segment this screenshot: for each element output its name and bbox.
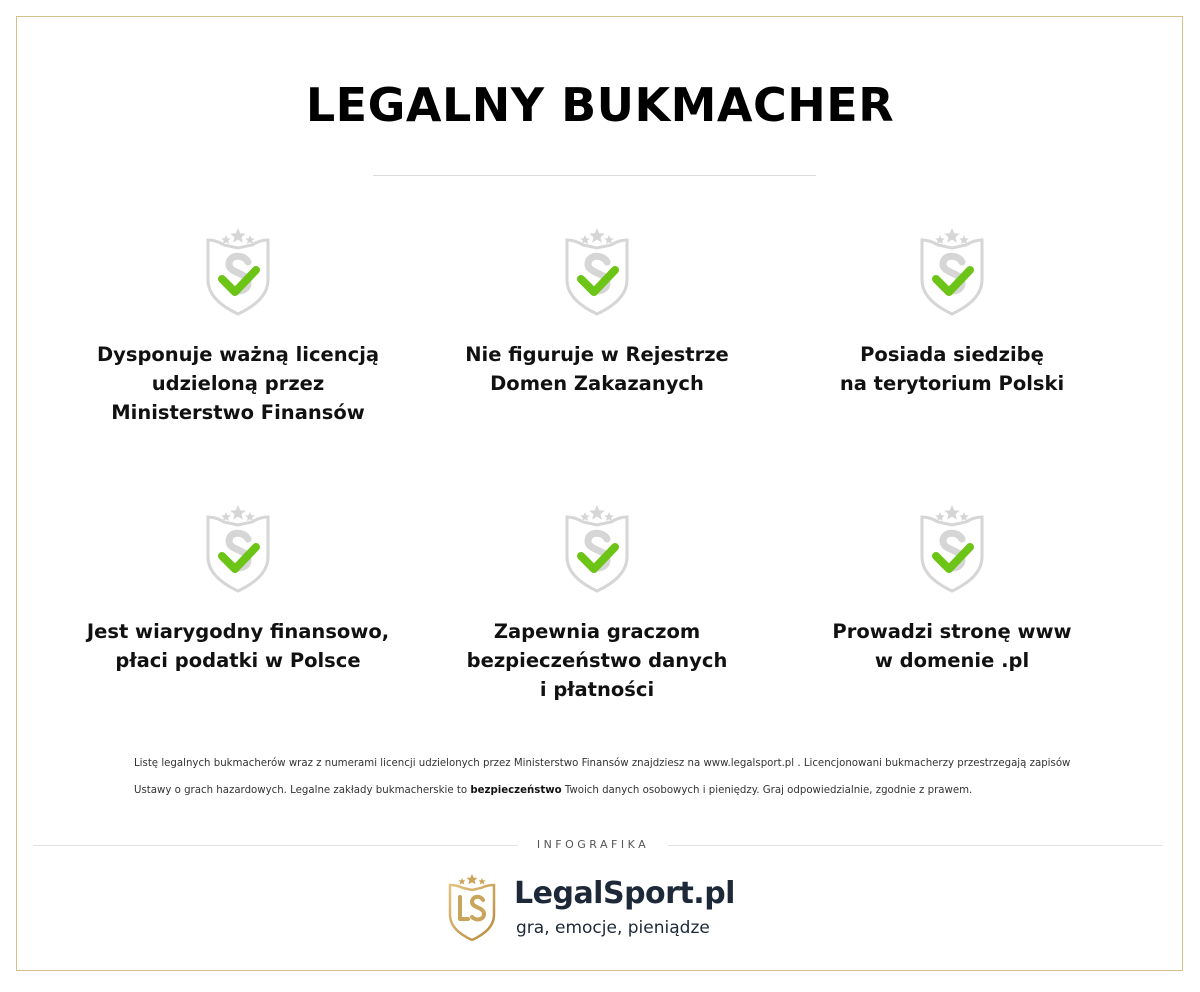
- footnote-emphasis: bezpieczeństwo: [470, 785, 562, 796]
- feature-item: Prowadzi stronę www w domenie .pl: [792, 503, 1112, 675]
- footnote-text-end: Twoich danych osobowych i pieniędzy. Gra…: [561, 785, 973, 796]
- shield-check-icon: [206, 505, 270, 593]
- footer-divider-left: [33, 845, 518, 846]
- feature-label: Jest wiarygodny finansowo, płaci podatki…: [86, 620, 390, 672]
- feature-label: Dysponuje ważną licencją udzieloną przez…: [96, 343, 380, 424]
- shield-check-icon: [565, 505, 629, 593]
- page-frame: [16, 16, 1183, 971]
- feature-item: Dysponuje ważną licencją udzieloną przez…: [78, 226, 398, 427]
- section-label: INFOGRAFIKA: [536, 838, 650, 851]
- title-divider: [373, 175, 816, 176]
- shield-check-icon: [920, 228, 984, 316]
- feature-label: Zapewnia graczom bezpieczeństwo danych i…: [466, 620, 728, 701]
- feature-label: Nie figuruje w Rejestrze Domen Zakazanyc…: [465, 343, 729, 395]
- shield-check-icon: [206, 228, 270, 316]
- feature-label: Posiada siedzibę na terytorium Polski: [839, 343, 1065, 395]
- brand-tagline: gra, emocje, pieniądze: [516, 918, 710, 938]
- feature-label: Prowadzi stronę www w domenie .pl: [832, 620, 1072, 672]
- feature-item: Zapewnia graczom bezpieczeństwo danych i…: [437, 503, 757, 704]
- footnote: Listę legalnych bukmacherów wraz z numer…: [134, 750, 1094, 804]
- page-title: LEGALNY BUKMACHER: [305, 78, 895, 132]
- shield-check-icon: [920, 505, 984, 593]
- feature-item: Posiada siedzibę na terytorium Polski: [792, 226, 1112, 398]
- shield-check-icon: [565, 228, 629, 316]
- footnote-text: Listę legalnych bukmacherów wraz z numer…: [134, 758, 1071, 796]
- legalsport-logo-icon: [448, 874, 496, 941]
- footer-divider-right: [668, 845, 1163, 846]
- feature-item: Nie figuruje w Rejestrze Domen Zakazanyc…: [437, 226, 757, 398]
- brand-name: LegalSport.pl: [514, 876, 735, 911]
- feature-item: Jest wiarygodny finansowo, płaci podatki…: [78, 503, 398, 675]
